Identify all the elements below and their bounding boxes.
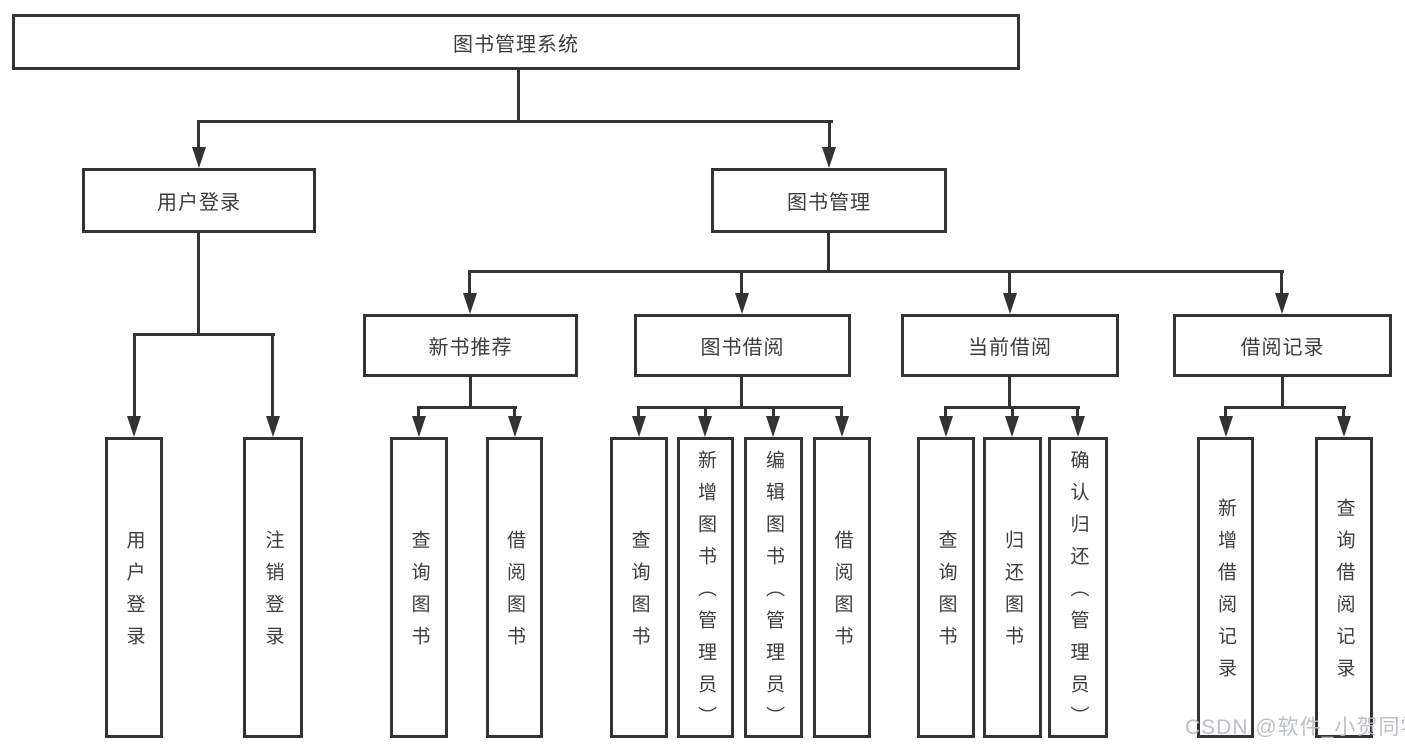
connector-line <box>468 272 471 296</box>
node-label: 编辑图书（管理员） <box>763 450 784 738</box>
node-query-borrow-record: 查询借阅记录 <box>1315 437 1373 738</box>
arrowhead-down-icon <box>266 416 280 437</box>
node-edit-books-admin: 编辑图书（管理员） <box>744 437 803 738</box>
arrowhead-down-icon <box>735 293 749 314</box>
node-query-books-borrowing: 查询图书 <box>610 437 668 738</box>
node-logout: 注销登录 <box>243 437 303 738</box>
connector-line <box>1342 406 1345 419</box>
connector-line <box>840 406 843 419</box>
node-query-books-recommend: 查询图书 <box>390 437 448 738</box>
node-book-borrowing: 图书借阅 <box>634 314 851 377</box>
node-label: 借阅记录 <box>1240 337 1325 359</box>
connector-line <box>827 233 830 272</box>
arrowhead-down-icon <box>835 416 849 437</box>
arrowhead-down-icon <box>1219 416 1233 437</box>
connector-line <box>133 333 275 336</box>
arrowhead-down-icon <box>1005 416 1019 437</box>
arrowhead-down-icon <box>632 416 646 437</box>
node-confirm-return-admin: 确认归还（管理员） <box>1048 437 1108 738</box>
connector-line <box>197 122 200 149</box>
node-label: 查询图书 <box>628 530 650 658</box>
connector-line <box>1011 406 1014 419</box>
arrowhead-down-icon <box>939 416 953 437</box>
connector-line <box>513 406 516 419</box>
connector-line <box>469 377 472 408</box>
arrowhead-down-icon <box>508 416 522 437</box>
arrowhead-down-icon <box>1003 293 1017 314</box>
connector-line <box>772 406 775 419</box>
node-label: 借阅图书 <box>504 530 525 658</box>
node-label: 归还图书 <box>1002 530 1023 658</box>
connector-line <box>740 272 743 296</box>
connector-line <box>1224 406 1346 409</box>
connector-line <box>1076 406 1079 419</box>
node-label: 查询图书 <box>935 530 957 658</box>
connector-line <box>468 270 1284 273</box>
arrowhead-down-icon <box>412 416 426 437</box>
node-label: 图书借阅 <box>700 337 785 359</box>
arrowhead-down-icon <box>127 416 141 437</box>
node-label: 确认归还（管理员） <box>1067 450 1089 738</box>
connector-line <box>637 406 640 419</box>
arrowhead-down-icon <box>1337 416 1351 437</box>
node-library-management-system: 图书管理系统 <box>12 14 1020 70</box>
node-user-login: 用户登录 <box>82 168 316 233</box>
node-borrow-books: 借阅图书 <box>813 437 871 738</box>
node-add-books-admin: 新增图书（管理员） <box>677 437 734 738</box>
node-label: 新增图书（管理员） <box>695 450 716 738</box>
node-borrow-books-recommend: 借阅图书 <box>486 437 543 738</box>
arrowhead-down-icon <box>1071 416 1085 437</box>
connector-line <box>1224 406 1227 419</box>
connector-line <box>517 69 520 121</box>
connector-line <box>1008 377 1011 408</box>
node-label: 借阅图书 <box>831 530 853 658</box>
connector-line <box>197 233 200 335</box>
connector-line <box>197 120 833 123</box>
connector-line <box>704 406 707 419</box>
arrowhead-down-icon <box>766 416 780 437</box>
node-label: 注销登录 <box>262 530 284 658</box>
node-add-borrow-record: 新增借阅记录 <box>1197 437 1254 738</box>
node-label: 查询图书 <box>408 530 430 658</box>
arrowhead-down-icon <box>192 147 206 168</box>
connector-line <box>1281 377 1284 408</box>
arrowhead-down-icon <box>698 416 712 437</box>
node-new-book-recommendation: 新书推荐 <box>363 314 578 377</box>
connector-line <box>828 122 831 149</box>
node-borrowing-records: 借阅记录 <box>1173 314 1392 377</box>
connector-line <box>417 406 517 409</box>
connector-line <box>133 335 136 419</box>
arrowhead-down-icon <box>463 293 477 314</box>
node-label: 新书推荐 <box>428 337 513 359</box>
connector-line <box>271 335 274 419</box>
node-book-management: 图书管理 <box>711 168 947 233</box>
csdn-watermark: CSDN @软件_小贺同学 <box>1185 716 1405 739</box>
connector-line <box>417 406 420 419</box>
node-label: 用户登录 <box>123 530 145 658</box>
node-label: 用户登录 <box>157 192 241 214</box>
node-current-borrowing: 当前借阅 <box>901 314 1119 377</box>
node-label: 图书管理 <box>787 192 871 214</box>
node-user-login-leaf: 用户登录 <box>105 437 163 738</box>
connector-line <box>1008 272 1011 296</box>
connector-line <box>944 406 947 419</box>
arrowhead-down-icon <box>1275 293 1289 314</box>
node-label: 新增借阅记录 <box>1215 498 1236 690</box>
node-label: 查询借阅记录 <box>1333 498 1355 690</box>
node-return-books: 归还图书 <box>983 437 1042 738</box>
connector-line <box>637 406 843 409</box>
node-label: 图书管理系统 <box>453 33 579 56</box>
connector-line <box>740 377 743 408</box>
node-query-books-current: 查询图书 <box>917 437 975 738</box>
arrowhead-down-icon <box>822 147 836 168</box>
connector-line <box>1280 272 1283 296</box>
node-label: 当前借阅 <box>968 337 1052 359</box>
